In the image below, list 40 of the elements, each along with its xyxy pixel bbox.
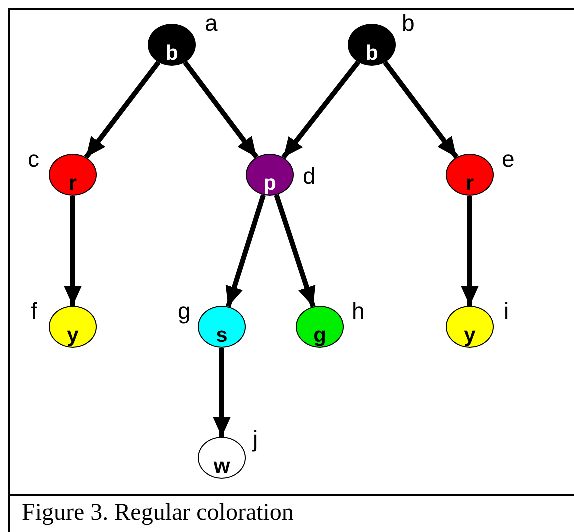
node-letter: y — [66, 325, 80, 346]
node-letter: b — [364, 43, 380, 64]
node-letter: w — [212, 456, 232, 477]
caption: Figure 3. Regular coloration — [22, 500, 294, 527]
arrow — [213, 348, 231, 437]
arrow — [226, 194, 266, 308]
node-name: g — [178, 300, 191, 323]
colored-node — [446, 306, 494, 348]
arrow — [282, 60, 360, 160]
colored-node — [49, 306, 97, 348]
colored-node — [49, 154, 97, 196]
node-letter: s — [215, 325, 229, 346]
colored-node — [148, 24, 196, 66]
arrow — [383, 61, 459, 159]
node-name: c — [28, 148, 40, 171]
node-name: a — [205, 12, 218, 35]
arrow — [274, 194, 316, 308]
node-name: b — [402, 12, 415, 35]
arrow — [461, 196, 479, 306]
node-letter: g — [312, 325, 328, 346]
node-name: j — [253, 428, 258, 451]
colored-node — [198, 437, 246, 479]
arrow — [64, 196, 82, 306]
arrow — [84, 60, 161, 160]
node-name: e — [502, 148, 515, 171]
node-name: i — [504, 300, 510, 323]
node-name: f — [31, 300, 38, 323]
node-letter: b — [164, 43, 180, 64]
node-letter: r — [68, 173, 78, 194]
colored-node — [198, 306, 246, 348]
node-letter: y — [463, 325, 477, 346]
colored-node — [246, 154, 294, 196]
node-name: h — [352, 300, 365, 323]
colored-node — [296, 306, 344, 348]
node-letter: p — [262, 173, 278, 194]
colored-node — [446, 154, 494, 196]
node-name: d — [303, 165, 316, 188]
node-letter: r — [464, 173, 476, 194]
colored-node — [348, 24, 396, 66]
arrow — [183, 61, 259, 159]
